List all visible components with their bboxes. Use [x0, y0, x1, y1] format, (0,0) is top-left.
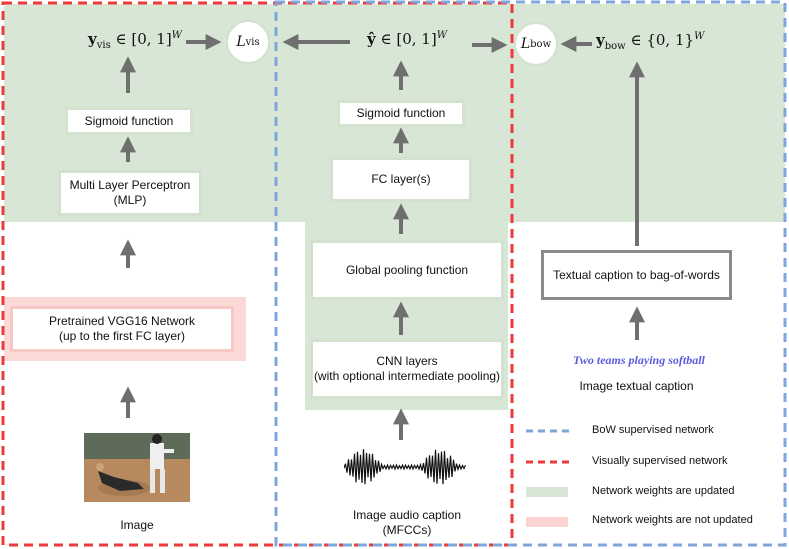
fc-label: FC layer(s) — [371, 172, 431, 186]
bow-box-label: Textual caption to bag-of-words — [553, 267, 720, 282]
left-sigmoid-box: Sigmoid function — [65, 107, 193, 135]
cnn-label-line1: CNN layers — [376, 354, 438, 368]
legend-label-visual: Visually supervised network — [592, 455, 728, 467]
pooling-box: Global pooling function — [310, 240, 504, 300]
mlp-label-line2: (MLP) — [113, 193, 147, 207]
legend-swatch-not-updated — [526, 517, 568, 527]
bow-box: Textual caption to bag-of-words — [541, 250, 732, 300]
visual-label-output: yvis ∈ [0, 1]W — [88, 30, 182, 51]
bow-label-output: ybow ∈ {0, 1}W — [596, 31, 705, 52]
legend-label-bow: BoW supervised network — [592, 424, 714, 436]
softball-photo-art — [84, 433, 190, 502]
visual-network-border — [1, 1, 514, 547]
caption-label: Image textual caption — [579, 379, 694, 393]
vgg-label-line1: Pretrained VGG16 Network — [48, 314, 196, 328]
legend-swatches — [526, 429, 570, 527]
audio-label-line2: (MFCCs) — [382, 523, 432, 537]
softball-photo — [84, 433, 190, 502]
vgg-box: Pretrained VGG16 Network (up to the firs… — [10, 306, 234, 352]
caption-example: Two teams playing softball — [573, 353, 705, 367]
mlp-box: Multi Layer Perceptron (MLP) — [58, 170, 202, 216]
image-label: Image — [120, 518, 154, 532]
pooling-label: Global pooling function — [345, 262, 469, 277]
middle-sigmoid-box: Sigmoid function — [337, 100, 465, 127]
mlp-label-line1: Multi Layer Perceptron — [69, 178, 191, 192]
legend-swatch-updated — [526, 487, 568, 497]
bow-network-border — [274, 0, 787, 547]
audio-label-line1: Image audio caption — [352, 508, 462, 522]
legend-label-updated: Network weights are updated — [592, 485, 735, 497]
fc-box: FC layer(s) — [330, 157, 472, 202]
vgg-label-line2: (up to the first FC layer) — [58, 329, 186, 343]
cnn-label-line2: (with optional intermediate pooling) — [313, 369, 501, 383]
cnn-box: CNN layers (with optional intermediate p… — [310, 339, 504, 399]
audio-waveform — [344, 449, 466, 485]
left-sigmoid-label: Sigmoid function — [84, 113, 174, 128]
legend-label-not-updated: Network weights are not updated — [592, 514, 753, 526]
predicted-output: ŷ ∈ [0, 1]W — [367, 30, 447, 48]
middle-sigmoid-label: Sigmoid function — [356, 106, 446, 120]
